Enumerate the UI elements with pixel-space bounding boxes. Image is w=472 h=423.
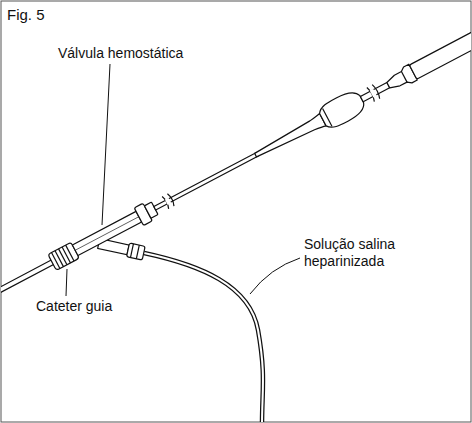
proximal-shaft	[360, 83, 389, 102]
figure-number: Fig. 5	[7, 6, 45, 23]
device-axis	[1, 9, 471, 331]
device-shaft	[154, 152, 258, 210]
leader-line	[102, 64, 110, 225]
bulb-ridge	[323, 109, 332, 127]
break-gap	[165, 198, 171, 205]
knurl-ridge	[59, 249, 67, 265]
guide-catheter	[1, 259, 56, 298]
strain-relief	[252, 114, 326, 162]
side-port-ridge	[130, 244, 133, 258]
break-mark	[162, 193, 175, 209]
break-gap	[370, 89, 377, 98]
part-label: Cateter guia	[36, 298, 112, 315]
knurl-ridge	[62, 247, 70, 263]
leader-line	[250, 258, 300, 294]
knurl-ridge	[55, 251, 63, 267]
saline-tube-inner	[144, 253, 263, 422]
y-connector-body	[72, 211, 141, 255]
saline-tube	[144, 253, 263, 422]
side-port-ridge	[136, 245, 139, 259]
bulb-hub	[317, 88, 368, 132]
y-connector-line	[75, 217, 139, 251]
leader-line	[66, 269, 67, 296]
knurl-lines	[51, 245, 74, 268]
part-label: Válvula hemostática	[58, 45, 183, 62]
inflation-barrel	[409, 14, 471, 79]
knurl-ridge	[66, 245, 74, 261]
knurl-ridge	[51, 253, 59, 269]
luer-ridge	[401, 71, 407, 82]
break-mark	[367, 84, 381, 102]
part-label: Solução salina heparinizada	[304, 236, 432, 270]
side-port-nut	[127, 243, 146, 260]
device-group	[1, 9, 471, 422]
